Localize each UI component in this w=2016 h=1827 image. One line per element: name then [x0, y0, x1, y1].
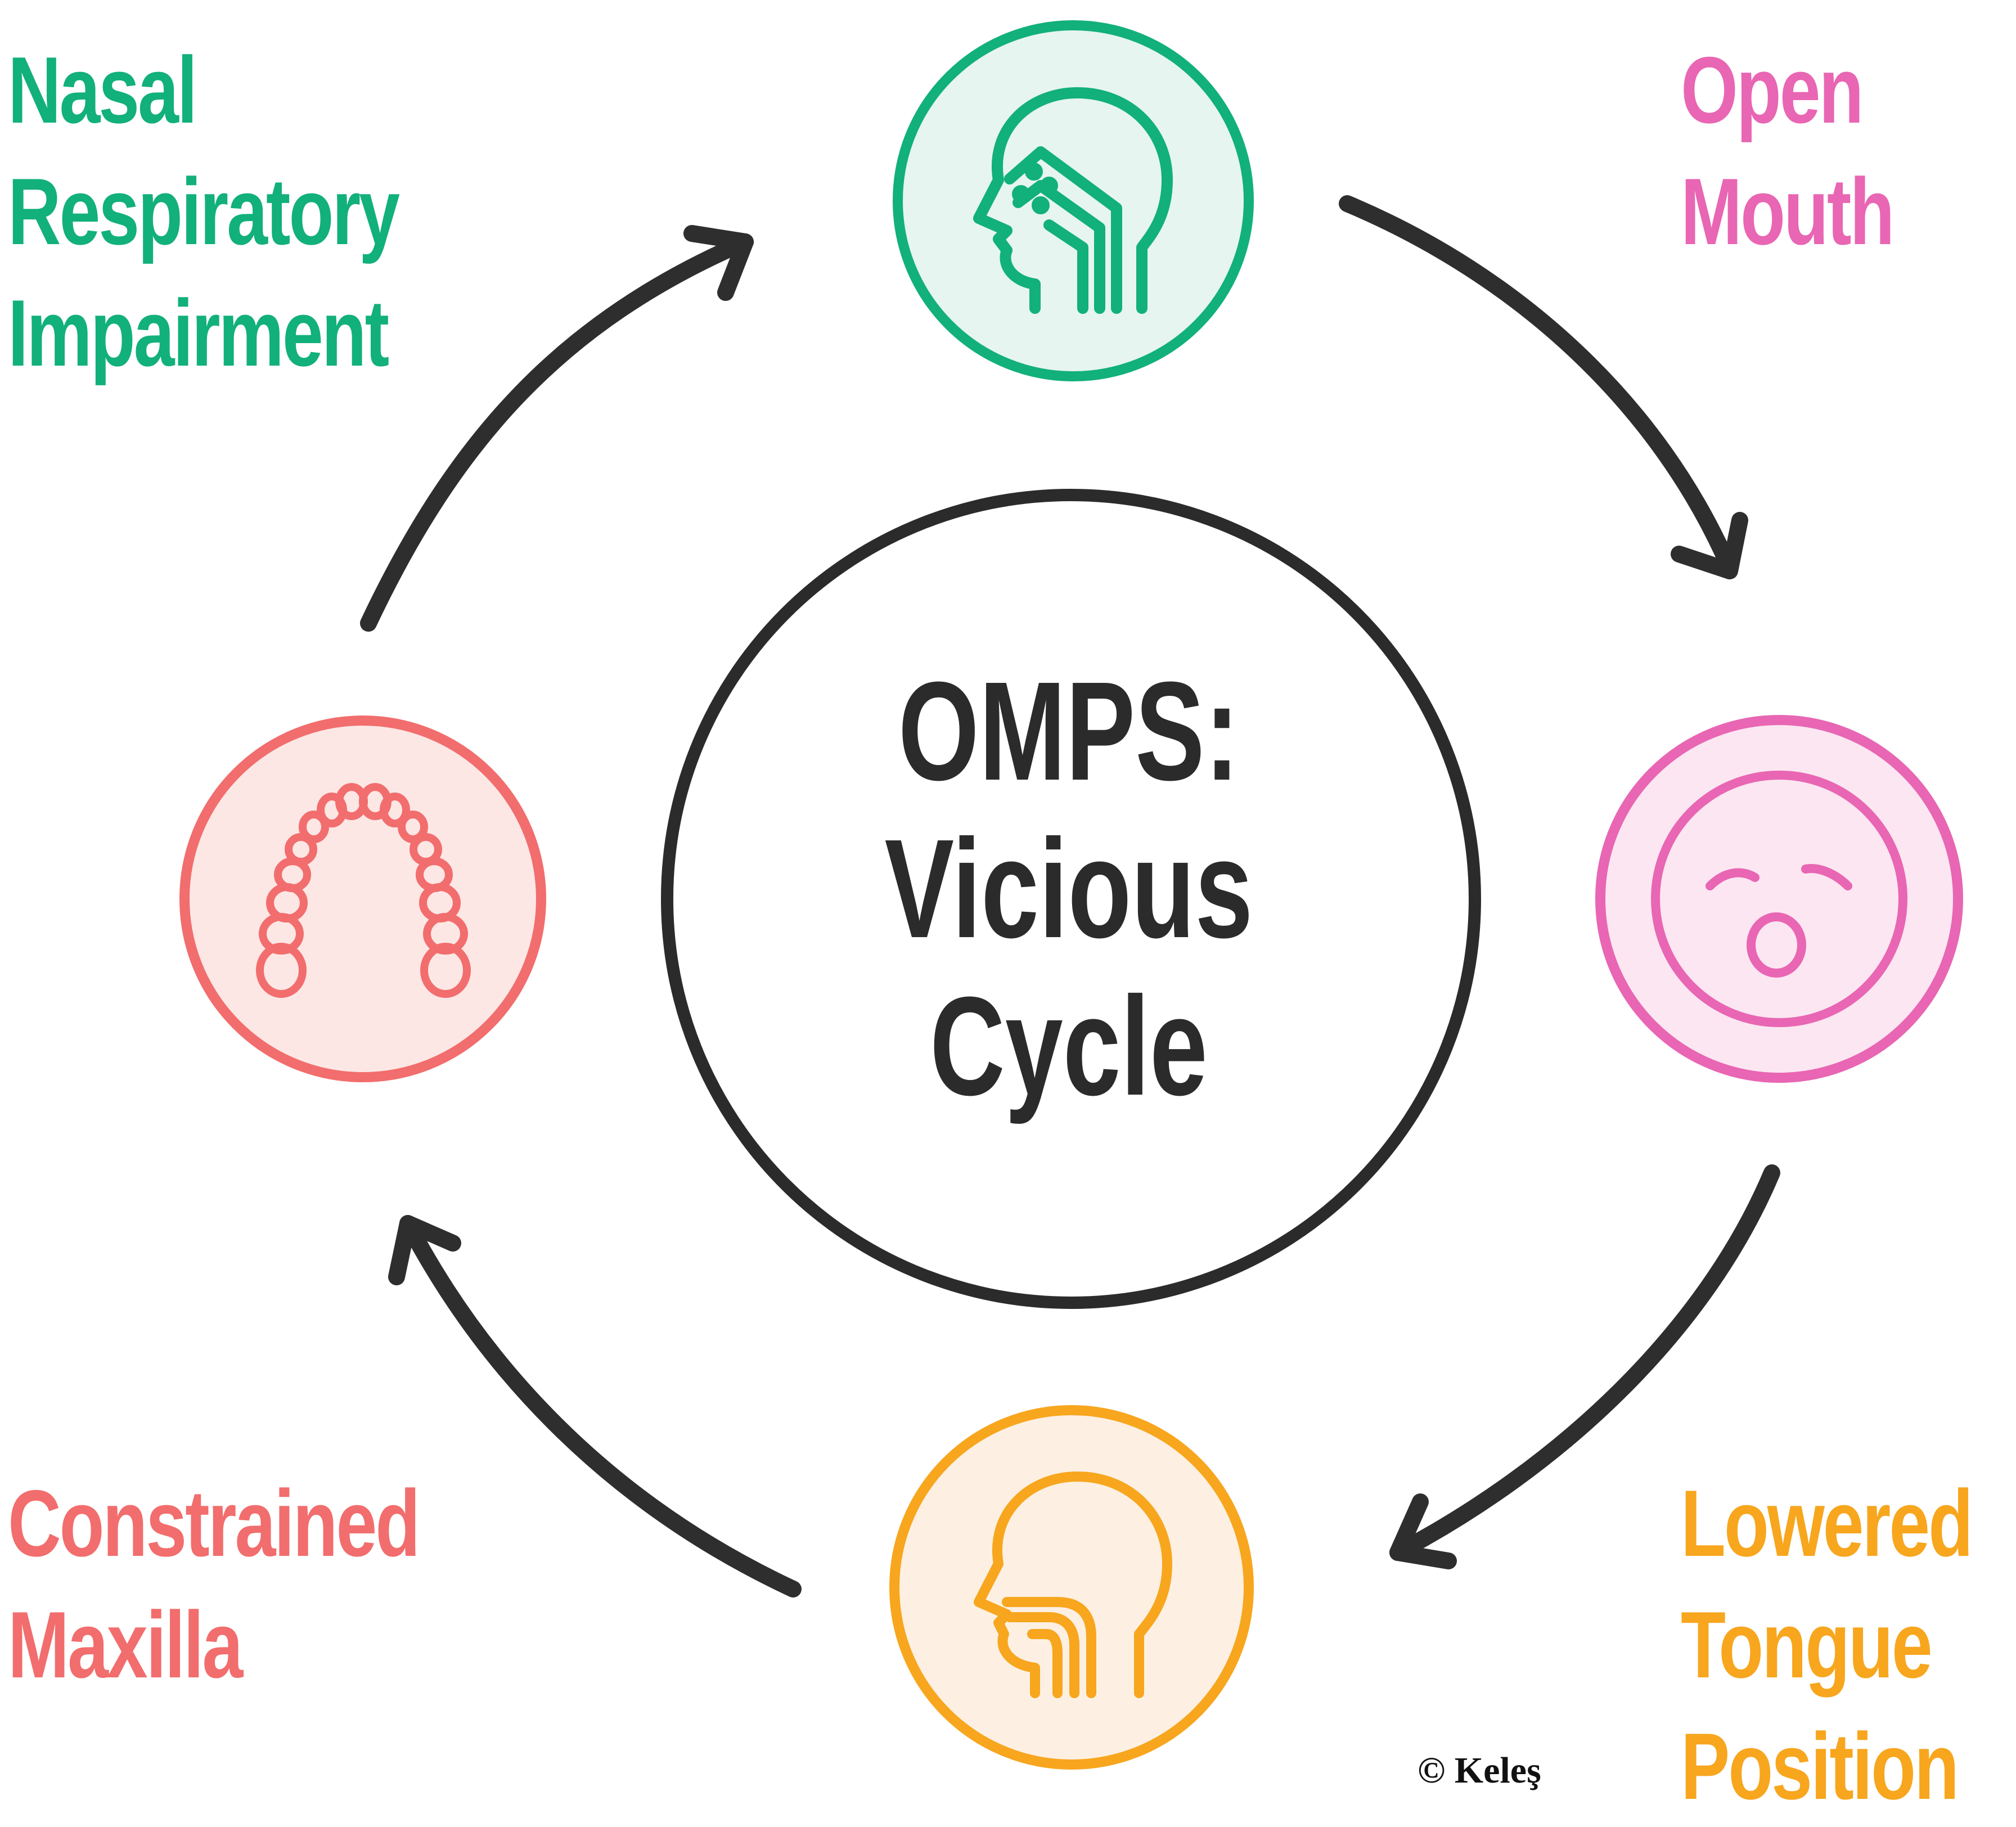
label-nasal-line-3: Impairment	[8, 280, 389, 386]
center-title: OMPS: Vicious Cycle	[773, 652, 1365, 1125]
label-open-line-1: Open	[1681, 37, 1864, 143]
arrow-tongue-to-maxilla	[399, 1215, 802, 1598]
center-title-line-1: OMPS:	[898, 652, 1240, 809]
label-lowered-line-3: Position	[1681, 1713, 1959, 1819]
label-nasal-line-1: Nasal	[8, 37, 197, 143]
cycle-arrows	[360, 195, 1780, 1598]
arrow-maxilla-to-nasal	[360, 233, 754, 632]
nasal-airway-head-icon	[973, 87, 1173, 314]
arrow-open-mouth-to-tongue	[1389, 1164, 1780, 1561]
maxilla-icon-group	[179, 716, 546, 1082]
label-constrained-maxilla: Constrained Maxilla	[8, 1462, 420, 1706]
maxilla-circle	[179, 716, 546, 1082]
arrow-head-2	[1389, 1493, 1457, 1569]
open-mouth-icon-group	[1595, 715, 1963, 1083]
center-title-line-2: Vicious	[884, 810, 1253, 967]
copyright-notice: © Keleş	[1418, 1750, 1541, 1791]
label-constrained-line-1: Constrained	[8, 1470, 420, 1576]
arrow-head-3	[388, 1215, 461, 1285]
nasal-icon-group	[893, 20, 1254, 381]
center-circle	[661, 489, 1481, 1309]
label-lowered-line-2: Tongue	[1681, 1592, 1933, 1698]
tongue-icon-group	[889, 1405, 1254, 1770]
tongue-circle	[889, 1405, 1254, 1770]
open-mouth-face-icon	[1651, 771, 1907, 1027]
arrow-nasal-to-open-mouth	[1339, 195, 1738, 577]
arrow-head-1	[1671, 512, 1748, 579]
label-constrained-line-2: Maxilla	[8, 1592, 243, 1698]
dental-arch-icon	[256, 783, 471, 998]
arrow-head-4	[683, 225, 754, 301]
label-lowered-line-1: Lowered	[1681, 1470, 1973, 1576]
center-title-line-3: Cycle	[930, 968, 1208, 1124]
label-open-line-2: Mouth	[1681, 159, 1894, 264]
label-nasal-respiratory-impairment: Nasal Respiratory Impairment	[8, 29, 400, 394]
nasal-circle	[893, 20, 1254, 381]
tongue-head-profile-icon	[974, 1472, 1172, 1698]
label-lowered-tongue-position: Lowered Tongue Position	[1681, 1462, 1973, 1827]
label-nasal-line-2: Respiratory	[8, 159, 400, 264]
label-open-mouth: Open Mouth	[1681, 29, 1894, 272]
